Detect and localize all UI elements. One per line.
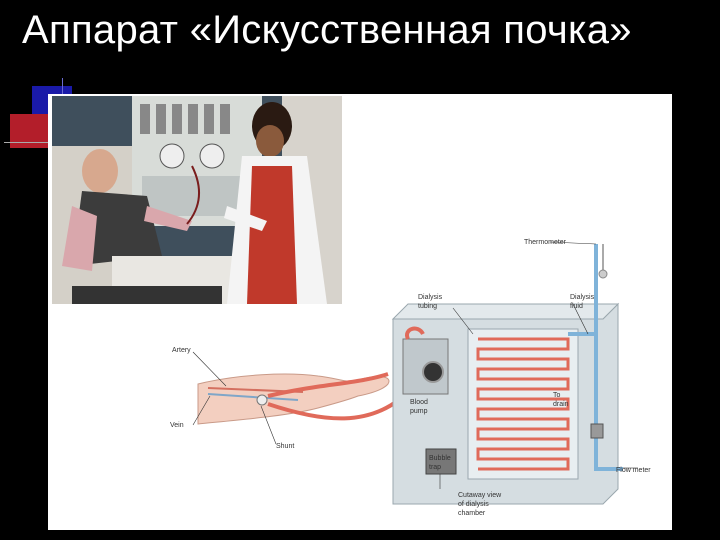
flow-meter-device [590,423,604,439]
label-to-drain-2: drain [553,401,569,408]
label-blood-pump-1: Blood [410,399,428,406]
shunt-connector [256,394,268,406]
blood-tube-out [267,372,389,398]
decorative-line-horizontal [4,142,74,143]
label-blood-pump-2: pump [410,408,428,415]
label-shunt: Shunt [276,443,294,450]
dialysis-coil [476,337,570,471]
slide-title: Аппарат «Искусственная почка» [22,8,632,52]
label-bubble-trap-2: trap [429,464,441,471]
label-artery: Artery [172,347,191,354]
vein-line [207,393,299,401]
label-dialysis-fluid-1: Dialysis [570,294,595,301]
dialysis-fluid-line [594,244,623,471]
label-cutaway-2: of dialysis [458,501,489,508]
blood-tube-in [267,397,402,421]
dialysis-diagram: Thermometer Dialysis tubing Dialysis flu… [170,239,651,517]
photo-illustration [52,96,342,304]
label-to-drain-1: To [553,392,561,399]
dialysis-patient-photo [52,96,342,304]
label-cutaway-3: chamber [458,510,486,517]
label-bubble-trap-1: Bubble [429,455,451,462]
bubble-trap-device [425,448,457,475]
label-thermometer: Thermometer [524,239,567,246]
label-dialysis-tubing-1: Dialysis [418,294,443,301]
label-cutaway-1: Cutaway view [458,492,502,499]
label-vein: Vein [170,422,184,429]
label-dialysis-tubing-2: tubing [418,303,437,310]
label-flow-meter: Flow meter [616,467,651,474]
dialysis-coil-area [467,328,579,480]
label-dialysis-fluid-2: fluid [570,303,583,310]
